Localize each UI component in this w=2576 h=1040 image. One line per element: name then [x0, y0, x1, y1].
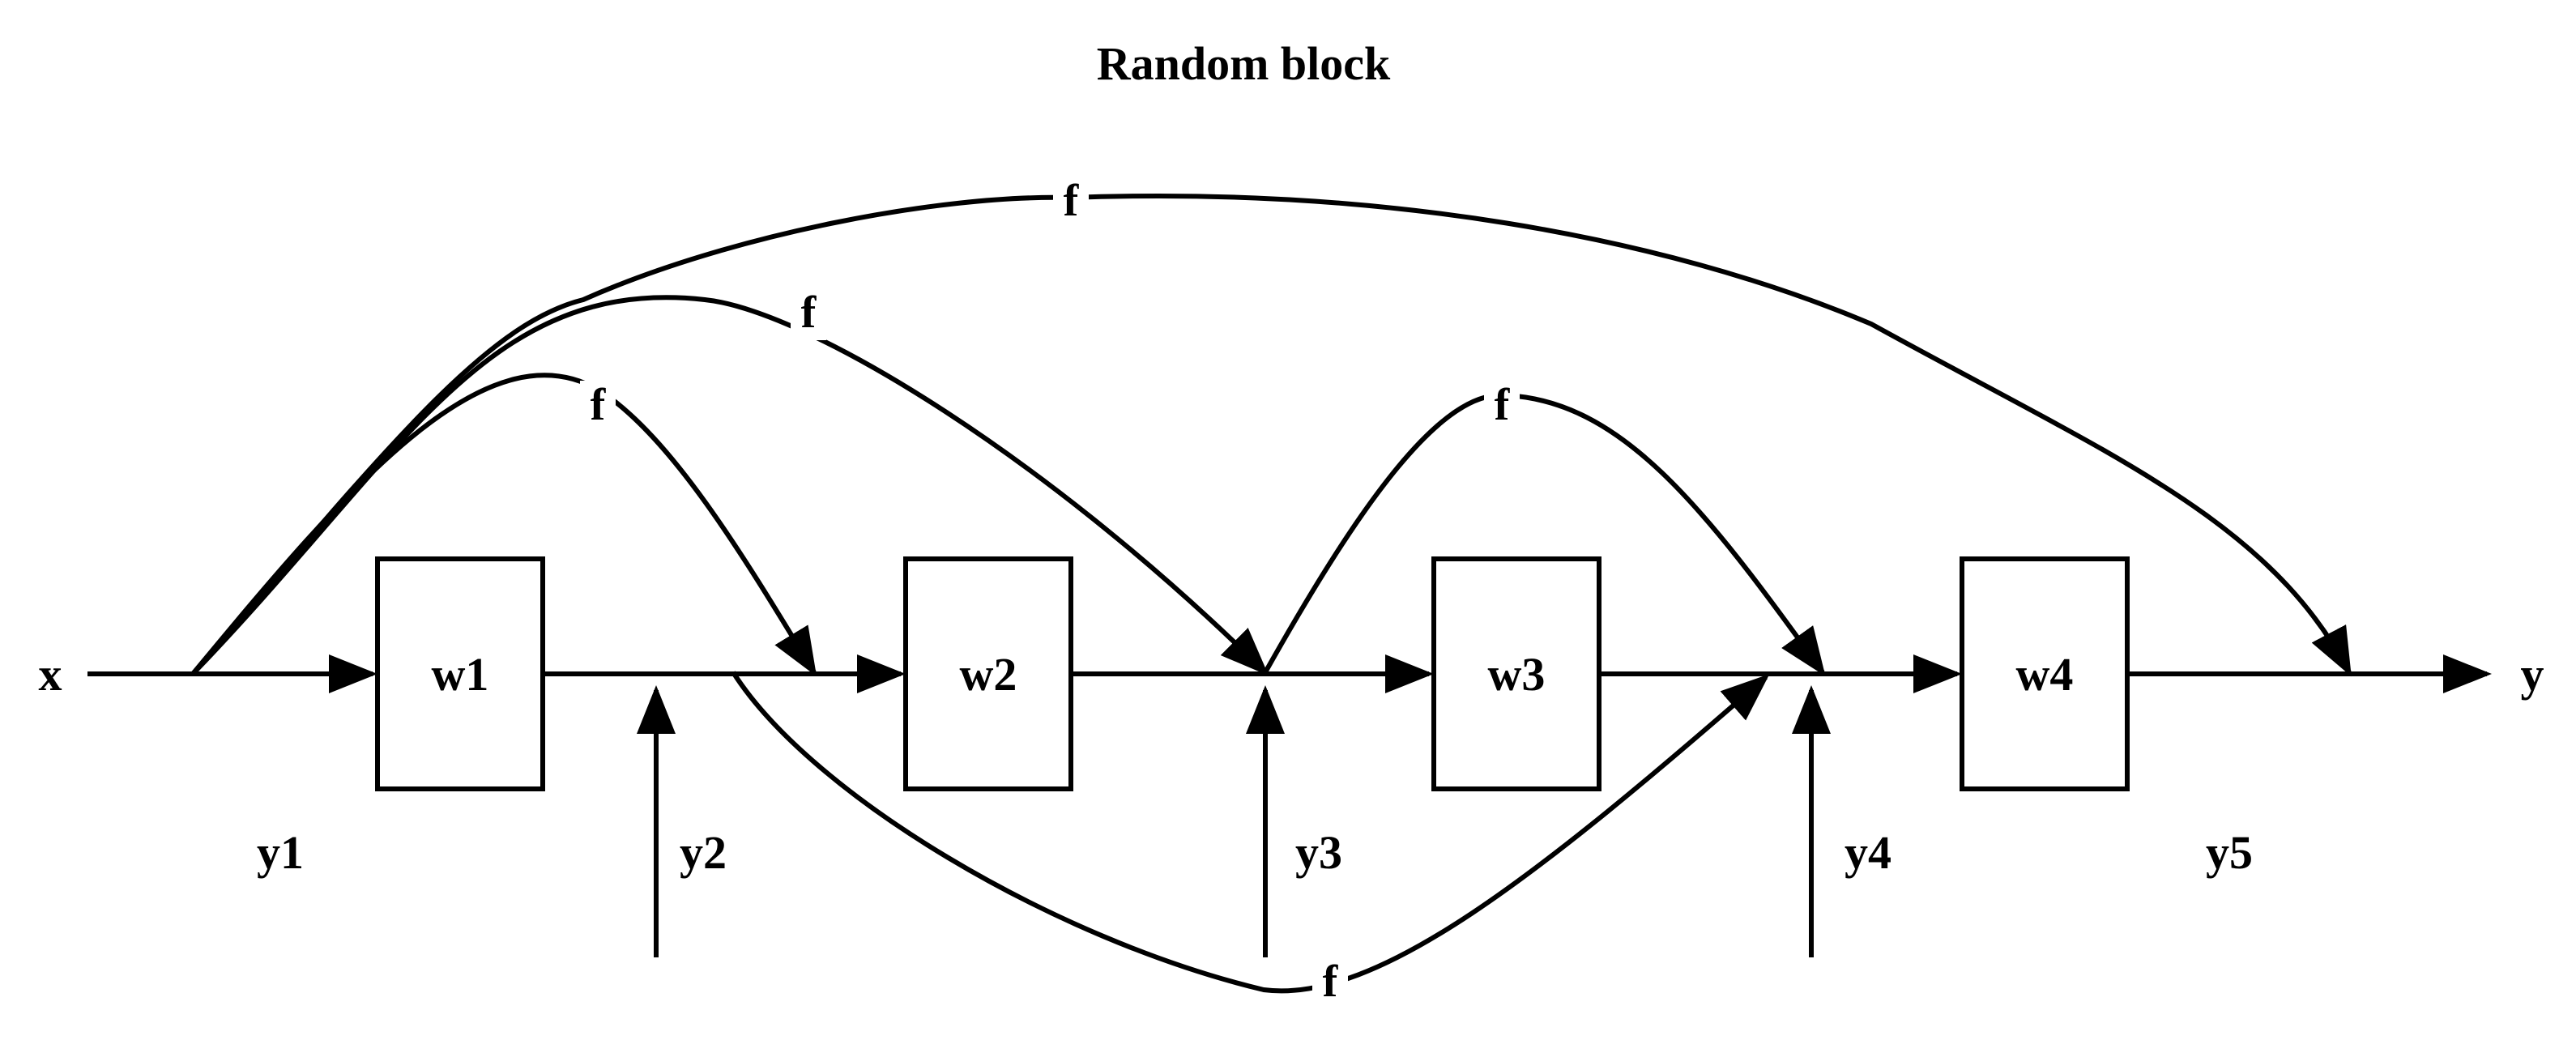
- signal-label-y4: y4: [1845, 826, 1891, 879]
- f-label-bg-2: [791, 288, 826, 340]
- skip-curve-x-to-w3: [190, 295, 1269, 676]
- signal-label-y5: y5: [2206, 826, 2253, 879]
- block-w1-label: w1: [432, 648, 489, 701]
- skip-label-top: f: [1064, 176, 1080, 226]
- skip-label-bottom: f: [1323, 957, 1339, 1007]
- side-inputs: [637, 685, 1831, 957]
- skip-label-right: f: [1495, 380, 1511, 430]
- block-w4: [1960, 556, 2130, 791]
- input-label-x: x: [39, 648, 62, 701]
- signal-label-y3: y3: [1295, 826, 1342, 879]
- diagram-title: Random block: [1097, 37, 1391, 90]
- f-label-bg-1: [1053, 177, 1089, 228]
- block-w1: [375, 556, 545, 791]
- signal-label-y2: y2: [680, 826, 727, 879]
- skip-label-backgrounds: [580, 177, 1520, 1009]
- block-w2-label: w2: [960, 648, 1017, 701]
- signal-label-y1: y1: [257, 826, 304, 879]
- skip-curve-x-to-y: [190, 193, 2352, 677]
- block-w3-label: w3: [1488, 648, 1546, 701]
- f-label-bg-4: [1484, 381, 1520, 433]
- block-w4-label: w4: [2016, 648, 2074, 701]
- signal-labels: x y y1 y2 y3 y4 y5: [39, 648, 2544, 879]
- skip-labels: f f f f f: [591, 176, 1511, 1007]
- f-label-bg-5: [1312, 957, 1348, 1009]
- weight-blocks: w1 w2 w3 w4: [375, 556, 2130, 791]
- skip-curve-w1-to-w4-lower: [731, 671, 1770, 994]
- block-w3: [1431, 556, 1601, 791]
- skip-label-left: f: [591, 380, 607, 430]
- output-label-y: y: [2521, 648, 2544, 701]
- skip-label-middle: f: [801, 288, 817, 338]
- f-label-bg-3: [580, 381, 616, 433]
- block-w2: [903, 556, 1073, 791]
